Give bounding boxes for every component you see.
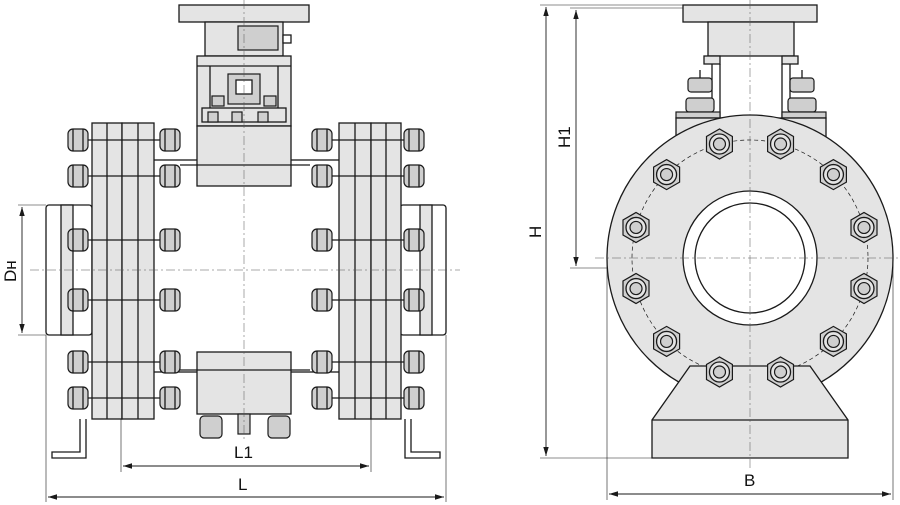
right-foot <box>404 419 441 459</box>
nut <box>159 228 181 252</box>
face-bolt <box>705 356 734 388</box>
face-bolt <box>652 158 681 191</box>
front-view: Dн L1 L <box>1 0 460 502</box>
nut <box>403 288 425 312</box>
face-bolt <box>819 325 848 358</box>
label-l: L <box>238 475 247 494</box>
face-bolt <box>819 158 848 191</box>
flange-bolt <box>67 386 181 410</box>
flange-bolt <box>311 386 425 410</box>
label-h1: H1 <box>555 126 574 148</box>
face-bolt <box>622 272 650 305</box>
label-h: H <box>526 226 545 238</box>
nut <box>67 164 89 188</box>
nut <box>67 386 89 410</box>
dim-l: L <box>45 335 447 502</box>
nut <box>311 228 333 252</box>
bolt-row-left <box>67 128 181 410</box>
label-b: B <box>744 471 755 490</box>
dim-h: H <box>526 4 683 459</box>
face-bolt <box>850 272 878 305</box>
nut <box>67 350 89 374</box>
bottom-nuts <box>199 413 291 439</box>
flange-bolt <box>311 164 425 188</box>
nut <box>311 386 333 410</box>
nut <box>311 288 333 312</box>
flange-bolt <box>311 128 425 152</box>
nut <box>403 128 425 152</box>
flange-bolt <box>67 288 181 312</box>
label-l1: L1 <box>234 443 253 462</box>
nut <box>311 350 333 374</box>
flange-bolt <box>311 350 425 374</box>
nut <box>67 228 89 252</box>
flange-bolt <box>311 288 425 312</box>
nut <box>159 164 181 188</box>
dim-l1: L1 <box>120 419 372 472</box>
flange-bolt <box>67 128 181 152</box>
face-bolt <box>705 128 734 160</box>
face-bolt <box>652 325 681 358</box>
flange-bolt <box>67 350 181 374</box>
nut <box>159 288 181 312</box>
nut <box>159 128 181 152</box>
nut <box>67 128 89 152</box>
dim-dn: Dн <box>1 204 46 336</box>
face-bolt <box>766 128 795 160</box>
nut <box>403 386 425 410</box>
valve-body <box>120 159 372 373</box>
nut <box>67 288 89 312</box>
dim-h1: H1 <box>555 7 683 269</box>
bolt-row-right <box>311 128 425 410</box>
nut <box>311 164 333 188</box>
face-bolt <box>850 211 878 244</box>
flange-bolt <box>67 164 181 188</box>
left-flange-assembly <box>91 122 155 420</box>
dim-b: B <box>606 258 894 500</box>
label-dn: Dн <box>1 260 20 282</box>
nut <box>403 350 425 374</box>
face-bolt <box>766 356 795 388</box>
side-view: H1 H B <box>526 0 900 500</box>
top-studs <box>675 70 827 119</box>
face-bolts <box>622 128 878 388</box>
nut <box>311 128 333 152</box>
flange-bolt <box>311 228 425 252</box>
left-foot <box>51 419 87 459</box>
flange-bolt <box>67 228 181 252</box>
right-flange-assembly <box>338 122 402 420</box>
nut <box>403 164 425 188</box>
nut <box>403 228 425 252</box>
face-bolt <box>622 211 650 244</box>
nut <box>159 350 181 374</box>
nut <box>159 386 181 410</box>
